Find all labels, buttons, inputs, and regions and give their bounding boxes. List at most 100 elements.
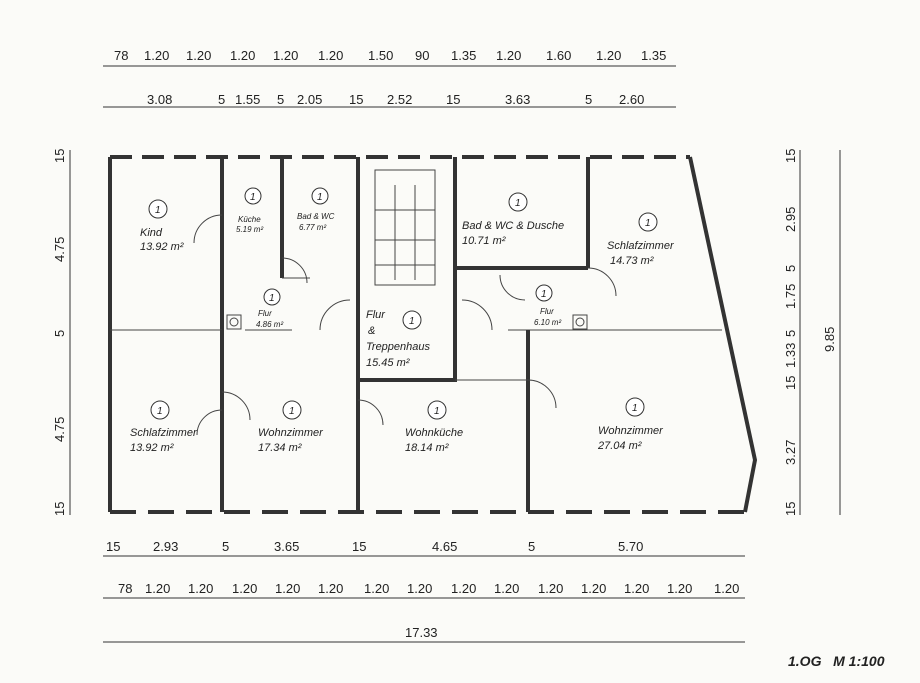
room-wohnr-area: 27.04 m²: [597, 440, 642, 452]
room-wohnk-area: 18.14 m²: [405, 442, 449, 454]
room-marker: [402, 310, 422, 330]
dim-top1-8: 1.35: [451, 48, 476, 63]
room-marker: [625, 397, 645, 417]
dim-top2-7: 15: [446, 92, 460, 107]
dim-right-total: 9.85: [822, 327, 837, 352]
dim-top1-7: 90: [415, 48, 429, 63]
dim-right-4: 5: [783, 330, 798, 337]
dim-bot2-8: 1.20: [451, 581, 476, 596]
room-wohnzimmer-left: 1 Wohnzimmer 17.34 m²: [258, 400, 324, 454]
room-schlafl-area: 13.92 m²: [130, 442, 174, 454]
dim-bot1-4: 15: [352, 539, 366, 554]
room-schlafzimmer-left: 1 Schlafzimmer 13.92 m²: [130, 400, 198, 454]
room-marker: [263, 288, 281, 306]
room-kueche-num: 1: [250, 192, 256, 203]
room-schlafl-num: 1: [157, 406, 163, 417]
dim-top2-6: 2.52: [387, 92, 412, 107]
room-flur-left: 1 Flur 4.86 m²: [256, 288, 283, 329]
dim-right-3: 1.75: [783, 284, 798, 309]
room-bad-wc: 1 Bad & WC 6.77 m²: [297, 187, 335, 232]
dim-bot2-9: 1.20: [494, 581, 519, 596]
room-bad1-num: 1: [317, 192, 323, 203]
room-marker: [282, 400, 302, 420]
dim-bot2-5: 1.20: [318, 581, 343, 596]
room-flurl-area: 4.86 m²: [256, 320, 283, 329]
room-flur-treppenhaus: 1 Flur & Treppenhaus 15.45 m²: [366, 309, 431, 369]
left-dimensions: 15 4.75 5 4.75 15: [52, 149, 71, 516]
room-marker: [150, 400, 170, 420]
dim-top2-1: 5: [218, 92, 225, 107]
room-marker: [508, 192, 528, 212]
room-bad2-num: 1: [515, 198, 521, 209]
right-dimensions: 15 2.95 5 1.75 5 1.33 15 3.27 15 9.85: [783, 149, 841, 516]
room-marker: [311, 187, 329, 205]
dim-bot1-2: 5: [222, 539, 229, 554]
room-flurr-num: 1: [541, 289, 547, 300]
room-kueche-name: Küche: [238, 215, 261, 224]
dim-right-6: 15: [783, 376, 798, 390]
dim-top1-1: 1.20: [144, 48, 169, 63]
dim-top1-6: 1.50: [368, 48, 393, 63]
room-schlafl-name: Schlafzimmer: [130, 427, 198, 439]
dim-right-5: 1.33: [783, 343, 798, 368]
dim-top2-5: 15: [349, 92, 363, 107]
room-kind-name: Kind: [140, 227, 163, 239]
room-flur-right: 1 Flur 6.10 m²: [534, 284, 561, 327]
room-flurl-name: Flur: [258, 309, 272, 318]
room-flurr-area: 6.10 m²: [534, 318, 561, 327]
bottom-dimension-row-2: 78 1.20 1.20 1.20 1.20 1.20 1.20 1.20 1.…: [103, 581, 745, 599]
room-schlafr-name: Schlafzimmer: [607, 240, 675, 252]
dim-bot2-3: 1.20: [232, 581, 257, 596]
chimneys: [226, 314, 588, 330]
room-kind-area: 13.92 m²: [140, 241, 184, 253]
room-wohnzimmer-right: 1 Wohnzimmer 27.04 m²: [597, 397, 664, 452]
dim-top1-3: 1.20: [230, 48, 255, 63]
dim-bot2-6: 1.20: [364, 581, 389, 596]
room-wohnkueche: 1 Wohnküche 18.14 m²: [405, 400, 463, 454]
room-schlafr-num: 1: [645, 218, 651, 229]
dim-bot1-1: 2.93: [153, 539, 178, 554]
dim-top2-2: 1.55: [235, 92, 260, 107]
dim-top1-0: 78: [114, 48, 128, 63]
dim-top1-9: 1.20: [496, 48, 521, 63]
bottom-dimension-row-1: 15 2.93 5 3.65 15 4.65 5 5.70: [103, 539, 745, 557]
dim-top1-5: 1.20: [318, 48, 343, 63]
room-marker: [427, 400, 447, 420]
room-flurl-num: 1: [269, 293, 275, 304]
room-kind-num: 1: [155, 205, 161, 216]
room-kind: 1 Kind 13.92 m²: [140, 199, 184, 253]
dim-top2-3: 5: [277, 92, 284, 107]
room-marker: [244, 187, 262, 205]
room-bad-wc-dusche: 1 Bad & WC & Dusche 10.71 m²: [462, 192, 564, 247]
dim-bot1-7: 5.70: [618, 539, 643, 554]
dim-left-3: 4.75: [52, 417, 67, 442]
dim-right-7: 3.27: [783, 440, 798, 465]
dim-bot2-2: 1.20: [188, 581, 213, 596]
room-wohnk-num: 1: [434, 406, 440, 417]
dim-bot1-5: 4.65: [432, 539, 457, 554]
room-flurr-name: Flur: [540, 307, 554, 316]
room-schlafzimmer-right: 1 Schlafzimmer 14.73 m²: [607, 212, 675, 267]
room-bad2-area: 10.71 m²: [462, 235, 506, 247]
dim-top1-4: 1.20: [273, 48, 298, 63]
dim-right-0: 15: [783, 149, 798, 163]
dim-top2-9: 5: [585, 92, 592, 107]
dim-bot2-14: 1.20: [714, 581, 739, 596]
dim-top1-11: 1.20: [596, 48, 621, 63]
room-flurc-name2: &: [368, 325, 375, 337]
dim-bot2-0: 78: [118, 581, 132, 596]
dim-top2-10: 2.60: [619, 92, 644, 107]
dim-bot1-3: 3.65: [274, 539, 299, 554]
room-bad1-name: Bad & WC: [297, 212, 335, 221]
dim-bot1-6: 5: [528, 539, 535, 554]
dim-left-1: 4.75: [52, 237, 67, 262]
room-flurc-name3: Treppenhaus: [366, 341, 431, 353]
dim-bot2-4: 1.20: [275, 581, 300, 596]
room-kueche-area: 5.19 m²: [236, 225, 263, 234]
dim-bot2-7: 1.20: [407, 581, 432, 596]
dim-bot2-13: 1.20: [667, 581, 692, 596]
dim-top1-12: 1.35: [641, 48, 666, 63]
room-wohnr-name: Wohnzimmer: [598, 425, 664, 437]
room-bad2-name: Bad & WC & Dusche: [462, 220, 564, 232]
